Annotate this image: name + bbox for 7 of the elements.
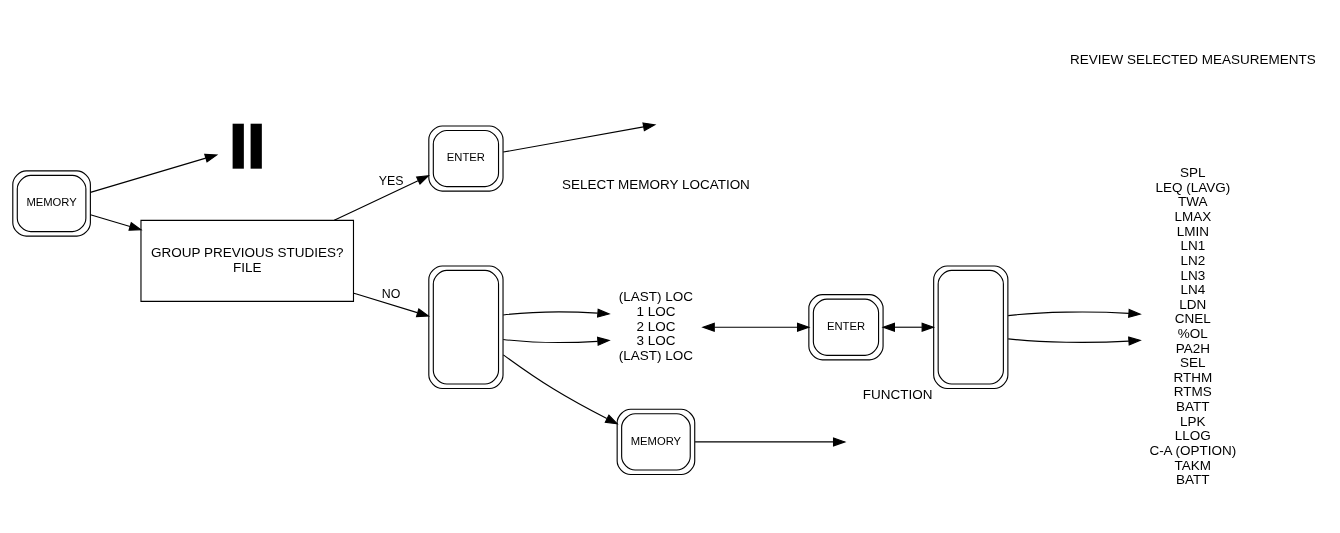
label: REVIEW SELECTED MEASUREMENTS xyxy=(1069,52,1316,68)
edge-label: NO xyxy=(381,286,401,301)
node-text: (LAST) LOC 1 LOC 2 LOC 3 LOC (LAST) LOC xyxy=(618,289,694,363)
label: SELECT MEMORY LOCATION xyxy=(562,177,750,193)
node-label: FUNCTION xyxy=(862,387,933,403)
node-text: SPL LEQ (LAVG) TWA LMAX LMIN LN1 LN2 LN3 LN4 LDN CNEL %OL PA2H SEL RTHM RTMS BATT LPK LLOG C-A (OPTION) TAKM BATT xyxy=(1149,165,1237,488)
edge-label: YES xyxy=(378,174,404,189)
